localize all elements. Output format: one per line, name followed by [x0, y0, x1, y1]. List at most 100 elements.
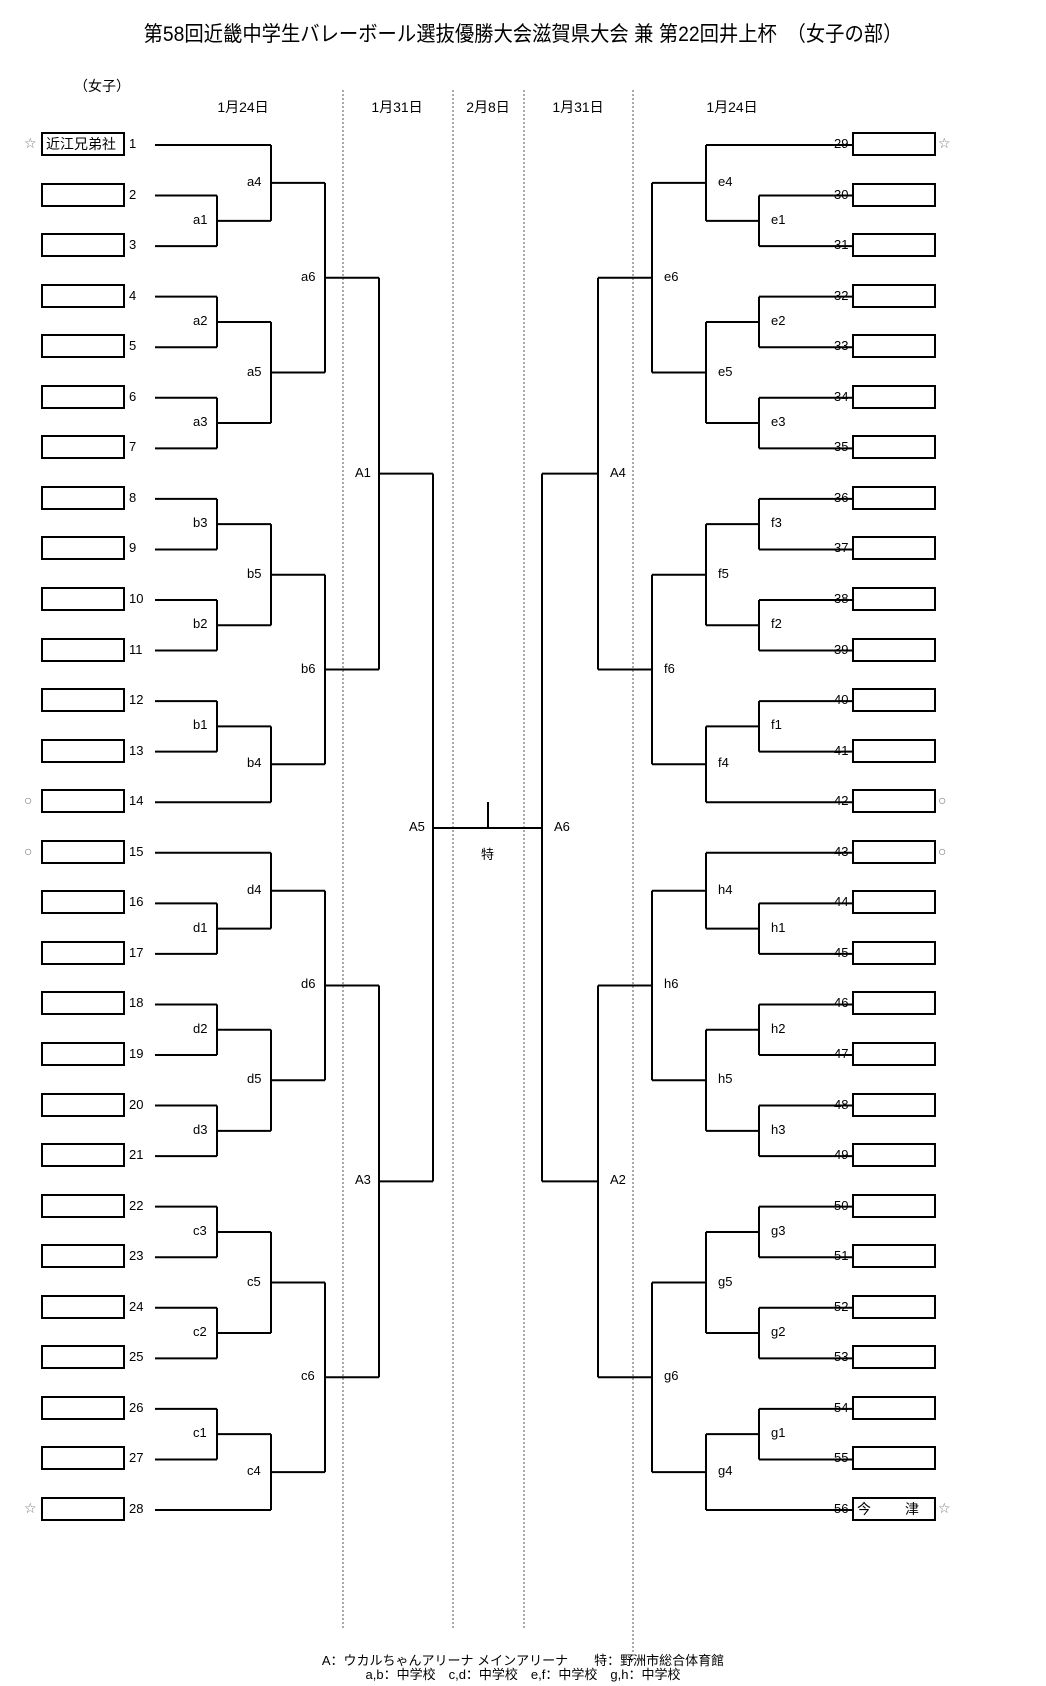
slot-number: 32 [834, 287, 849, 303]
slot-number: 16 [129, 894, 144, 910]
slot-number: 39 [834, 641, 849, 657]
match-label: A2 [610, 1172, 626, 1188]
team-name-box[interactable] [852, 132, 936, 156]
team-name-box[interactable] [852, 839, 936, 864]
team-name-box[interactable] [41, 1244, 125, 1269]
match-label: c5 [247, 1273, 261, 1289]
match-label: A1 [355, 464, 371, 480]
team-name-box[interactable] [41, 789, 125, 814]
match-label: f6 [664, 660, 675, 676]
team-name-box[interactable] [41, 688, 125, 713]
team-name-box[interactable] [852, 1446, 936, 1471]
team-name-box[interactable] [41, 1193, 125, 1218]
team-name-box[interactable] [41, 384, 125, 409]
match-label: h6 [664, 976, 679, 992]
date-header-right-round1: 1月24日 [706, 99, 758, 115]
star-mark-icon: ☆ [938, 1500, 951, 1516]
team-name-box[interactable] [41, 1446, 125, 1471]
team-name-box[interactable] [852, 1143, 936, 1168]
team-name-box[interactable] [41, 283, 125, 308]
star-mark-icon: ☆ [938, 135, 951, 151]
slot-number: 30 [834, 186, 849, 202]
team-name-box[interactable] [41, 233, 125, 258]
match-label: d3 [193, 1121, 208, 1137]
match-label: f1 [771, 717, 782, 733]
team-name-box[interactable] [852, 1294, 936, 1319]
team-name-box[interactable] [852, 789, 936, 814]
team-name-box[interactable] [41, 182, 125, 207]
match-label: f3 [771, 515, 782, 531]
team-name-box[interactable] [41, 1143, 125, 1168]
team-name-box[interactable] [41, 890, 125, 915]
team-name-box[interactable] [41, 637, 125, 662]
team-name-box[interactable] [852, 991, 936, 1016]
slot-number: 41 [834, 742, 849, 758]
team-name-box[interactable] [852, 688, 936, 713]
team-name-box[interactable] [852, 1395, 936, 1420]
slot-number: 25 [129, 1349, 144, 1365]
circle-mark-icon: ○ [24, 792, 33, 809]
slot-number: 7 [129, 439, 137, 455]
team-name-box[interactable] [41, 1395, 125, 1420]
team-name-box[interactable] [852, 1345, 936, 1370]
team-name-box[interactable] [852, 1042, 936, 1066]
team-name-box[interactable] [852, 283, 936, 308]
team-name-box[interactable]: 今 津 [852, 1497, 936, 1521]
slot-number: 29 [834, 136, 849, 151]
team-name-box[interactable] [41, 587, 125, 611]
star-mark-icon: ☆ [24, 135, 37, 151]
star-mark-icon: ☆ [24, 1500, 37, 1516]
team-name-box[interactable] [41, 1345, 125, 1370]
match-label: c4 [247, 1463, 261, 1479]
team-name-box[interactable] [852, 1193, 936, 1218]
team-name-box[interactable] [852, 182, 936, 207]
venue-assignment-note: a,b：中学校 c,d：中学校 e,f：中学校 g,h：中学校 [365, 1667, 681, 1682]
match-label: g5 [718, 1273, 733, 1289]
slot-number: 33 [834, 338, 849, 354]
slot-number: 48 [834, 1096, 849, 1112]
team-name-box[interactable] [852, 536, 936, 561]
match-label: g6 [664, 1368, 679, 1384]
team-name-box[interactable] [852, 940, 936, 965]
team-name-box[interactable] [41, 1092, 125, 1117]
team-name-box[interactable] [852, 637, 936, 662]
match-label: a5 [247, 363, 262, 379]
team-name-box[interactable] [41, 991, 125, 1016]
team-name-box[interactable] [852, 587, 936, 611]
team-name-box[interactable] [41, 334, 125, 359]
team-name-box[interactable] [852, 890, 936, 915]
team-name-box[interactable] [41, 940, 125, 965]
team-name-box[interactable] [41, 536, 125, 561]
match-label: a4 [247, 173, 262, 189]
slot-number: 21 [129, 1147, 144, 1163]
team-name-box[interactable] [852, 334, 936, 359]
team-name-box[interactable] [41, 1042, 125, 1066]
team-name-box[interactable]: 近江兄弟社 [41, 132, 125, 156]
date-header-final: 2月8日 [466, 99, 510, 115]
team-name-box[interactable] [41, 738, 125, 763]
team-name-box[interactable] [852, 1244, 936, 1269]
team-name-box[interactable] [852, 435, 936, 460]
match-label: A3 [355, 1172, 371, 1188]
slot-number: 17 [129, 944, 144, 960]
team-name-box[interactable] [852, 384, 936, 409]
match-label: d6 [301, 976, 316, 992]
team-name-box[interactable] [852, 485, 936, 510]
match-label: c2 [193, 1324, 207, 1340]
team-name-box[interactable] [41, 1294, 125, 1319]
match-label: b6 [301, 660, 316, 676]
team-name-box[interactable] [852, 738, 936, 763]
team-name-box[interactable] [41, 435, 125, 460]
match-label: h5 [718, 1071, 733, 1087]
team-name-box[interactable] [852, 233, 936, 258]
match-label: d5 [247, 1071, 262, 1087]
slot-number: 15 [129, 843, 144, 859]
slot-number: 47 [834, 1046, 849, 1061]
slot-number: 52 [834, 1298, 849, 1314]
team-name-box[interactable] [852, 1092, 936, 1117]
match-label: e1 [771, 211, 786, 227]
team-name-box[interactable] [41, 839, 125, 864]
team-name-box[interactable] [41, 485, 125, 510]
team-name-box[interactable] [41, 1497, 125, 1521]
slot-number: 55 [834, 1450, 849, 1466]
